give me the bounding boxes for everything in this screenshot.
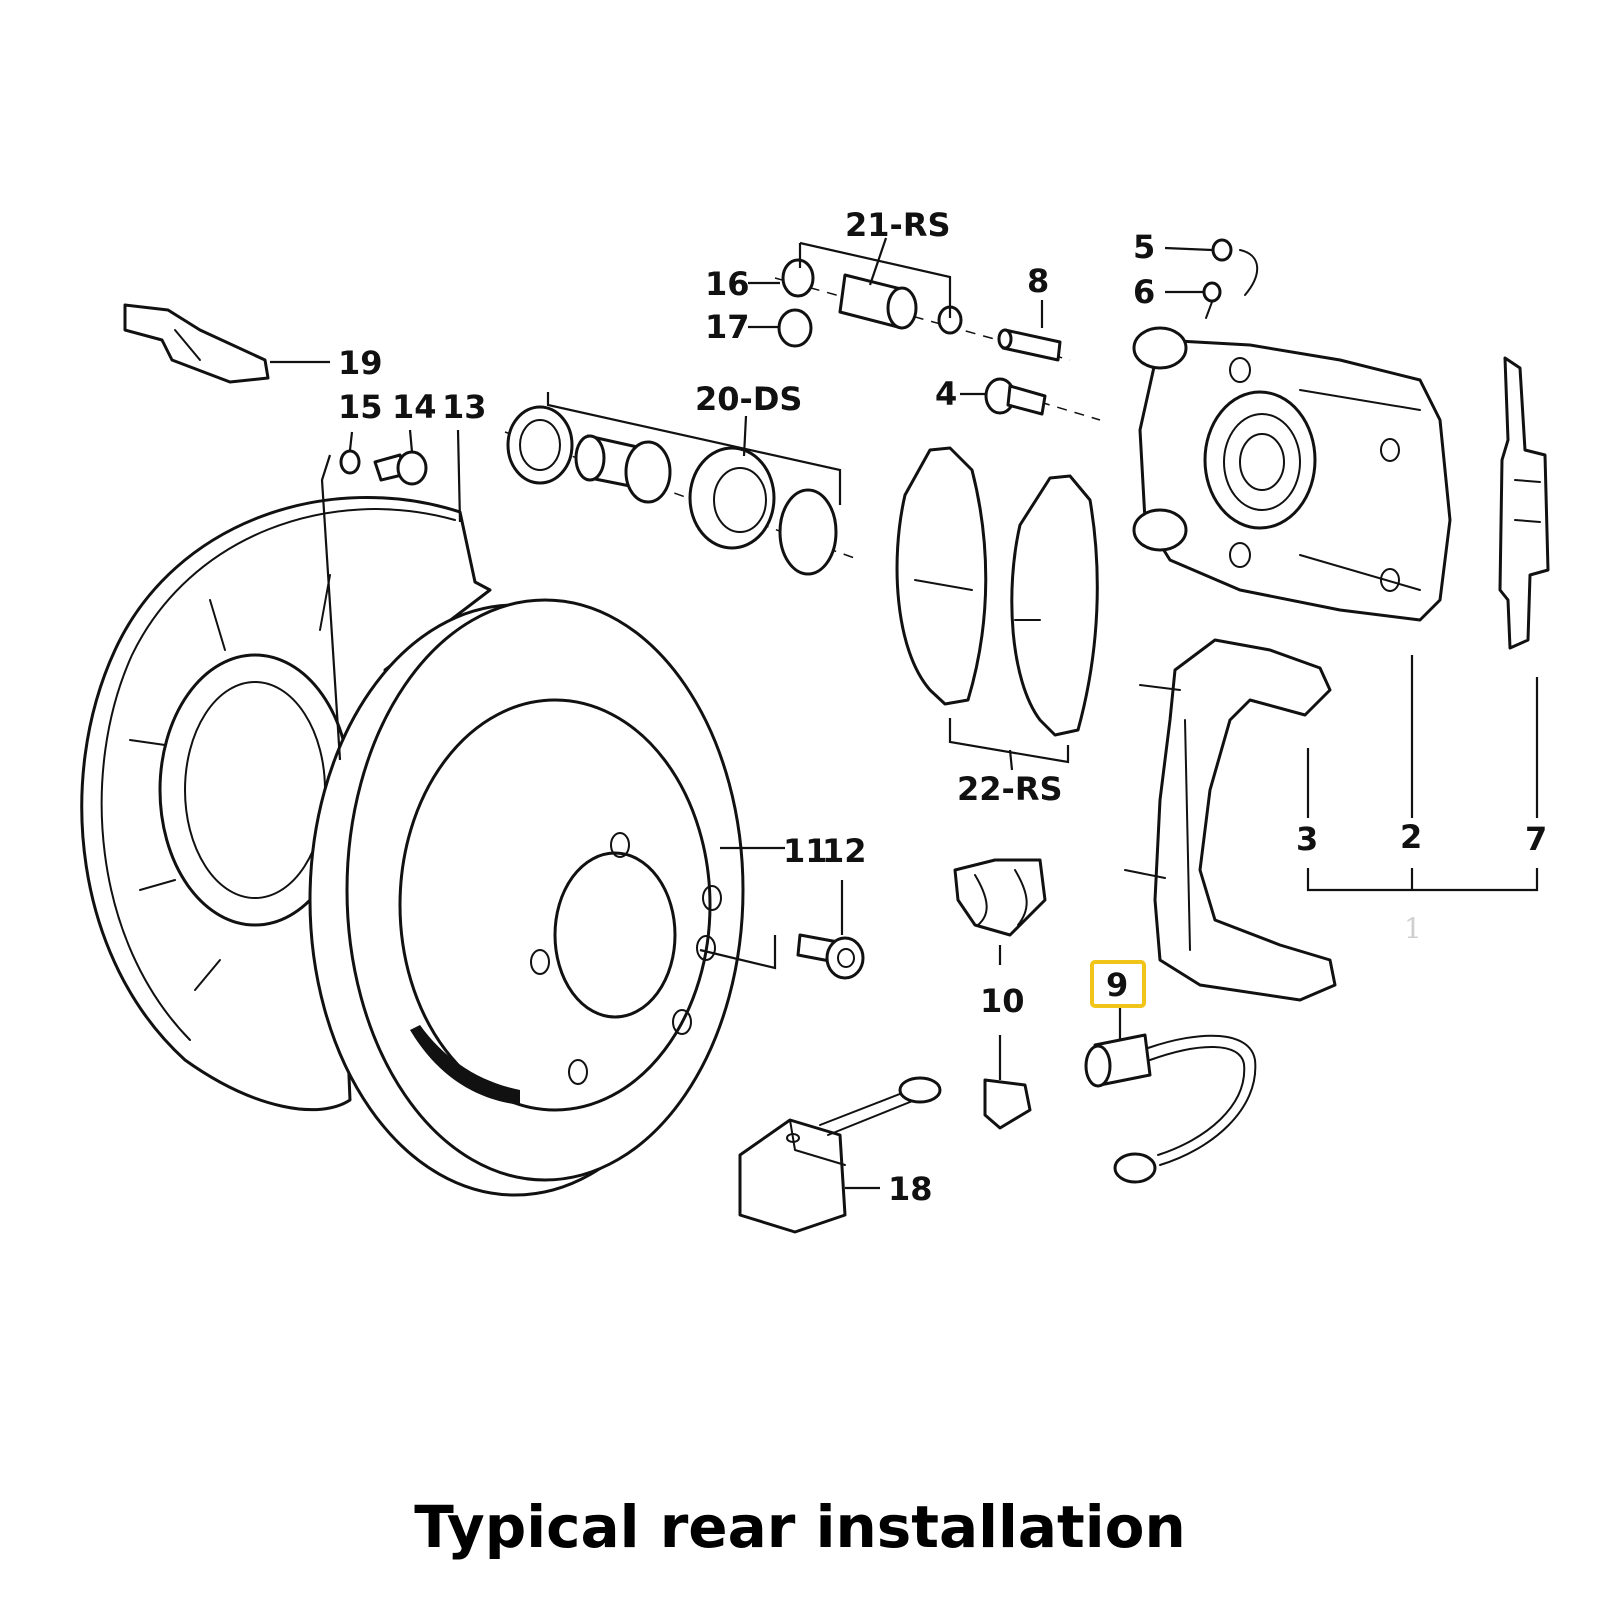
guide-kit	[774, 258, 1071, 361]
part-15-washer	[339, 449, 361, 475]
piston-kit	[504, 405, 861, 576]
label-6: 6	[1133, 273, 1155, 311]
part-19-bracket	[123, 303, 270, 384]
part-10-clip	[953, 858, 1047, 1130]
part-5-bleeder-cap	[1211, 238, 1259, 296]
highlight-box	[1090, 960, 1146, 1008]
label-14: 14	[392, 388, 437, 426]
dust-shield	[80, 495, 492, 1112]
part-6-bleeder-screw	[1202, 281, 1222, 319]
label-3: 3	[1296, 820, 1318, 858]
label-18: 18	[888, 1170, 933, 1208]
label-17: 17	[705, 308, 750, 346]
brake-pads	[895, 446, 1099, 737]
label-1: 1	[1404, 912, 1422, 945]
label-20-ds: 20-DS	[695, 380, 802, 418]
label-4: 4	[935, 375, 957, 413]
caliper-carrier	[1124, 638, 1337, 1002]
caliper-housing	[1132, 326, 1452, 622]
label-7: 7	[1525, 820, 1547, 858]
label-11: 11	[783, 832, 828, 870]
part-9-wear-sensor	[1084, 1033, 1257, 1184]
label-10: 10	[980, 982, 1025, 1020]
diagram-caption: Typical rear installation	[414, 1493, 1186, 1561]
label-2: 2	[1400, 818, 1422, 856]
label-22-rs: 22-RS	[957, 770, 1063, 808]
leader-lines	[270, 237, 1539, 1190]
part-18-sensor	[738, 1076, 942, 1234]
label-9: 9	[1106, 966, 1128, 1004]
anti-rattle-spring	[1498, 356, 1550, 650]
label-8: 8	[1027, 262, 1049, 300]
part-14-bolt	[373, 450, 428, 486]
part-4-bolt	[984, 377, 1101, 421]
label-5: 5	[1133, 228, 1155, 266]
label-13: 13	[442, 388, 487, 426]
label-15: 15	[338, 388, 383, 426]
label-19: 19	[338, 344, 383, 382]
brake-disc	[308, 598, 745, 1197]
label-12: 12	[822, 832, 867, 870]
part-labels: 21-RS 16 17 8 5 6 4 19 15 14 13 20-DS 22…	[338, 206, 1547, 1208]
part-8-guide-pin	[997, 328, 1062, 362]
label-21-rs: 21-RS	[845, 206, 951, 244]
label-16: 16	[705, 265, 750, 303]
part-12-bolt	[796, 933, 865, 980]
